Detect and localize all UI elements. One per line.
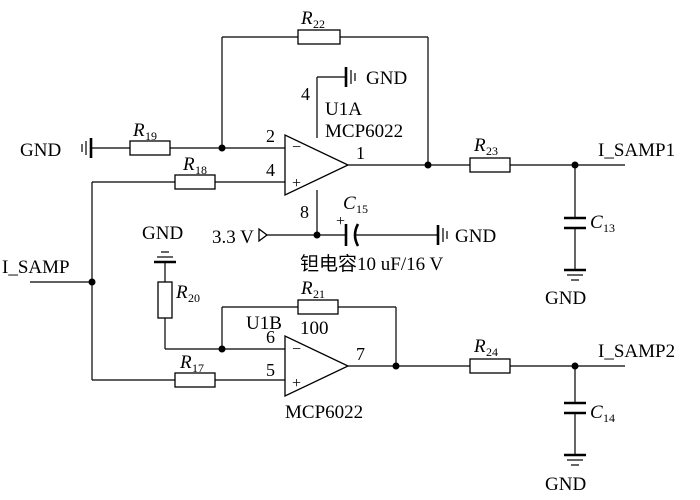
- ground-symbol-r20: GND: [142, 223, 183, 264]
- vcc-arrow-icon: [258, 227, 269, 243]
- svg-text:8: 8: [300, 202, 309, 222]
- svg-text:4: 4: [266, 160, 275, 180]
- r21-value: 100: [300, 318, 329, 339]
- svg-text:5: 5: [266, 360, 275, 380]
- svg-text:R: R: [179, 352, 192, 373]
- junction-dot: [571, 362, 579, 370]
- svg-text:1: 1: [356, 143, 365, 163]
- svg-text:6: 6: [266, 327, 275, 347]
- resistor-r21: R 21 100: [297, 278, 339, 339]
- capacitor-c14: C 14: [564, 401, 615, 425]
- resistor-r18: R 18: [174, 154, 216, 190]
- svg-text:R: R: [300, 8, 313, 29]
- svg-text:GND: GND: [545, 288, 586, 309]
- junction-dot: [218, 345, 226, 353]
- svg-text:GND: GND: [455, 226, 496, 247]
- svg-text:R: R: [300, 278, 313, 299]
- ground-symbol-c15: GND: [436, 225, 496, 247]
- net-label-i-samp2: I_SAMP2: [598, 341, 675, 362]
- svg-text:21: 21: [313, 287, 325, 301]
- svg-text:−: −: [292, 139, 301, 156]
- svg-text:7: 7: [356, 344, 365, 364]
- svg-text:R: R: [182, 154, 195, 175]
- resistor-r19: R 19: [129, 120, 171, 156]
- svg-text:4: 4: [301, 84, 310, 104]
- svg-text:23: 23: [486, 144, 498, 158]
- svg-text:−: −: [292, 341, 301, 358]
- svg-text:C: C: [590, 402, 603, 423]
- junction-dot: [424, 161, 432, 169]
- svg-text:C: C: [343, 193, 356, 214]
- svg-text:+: +: [292, 375, 301, 392]
- svg-text:C: C: [590, 212, 603, 233]
- junction-dot: [218, 144, 226, 152]
- svg-text:+: +: [292, 175, 301, 192]
- svg-text:GND: GND: [20, 140, 61, 161]
- svg-text:R: R: [175, 282, 188, 303]
- u1a-part: MCP6022: [325, 121, 403, 142]
- svg-text:2: 2: [266, 126, 275, 146]
- u1b-ref: U1B: [246, 313, 282, 334]
- u1a-ref: U1A: [325, 99, 362, 120]
- resistor-r20: R 20: [157, 281, 200, 319]
- junction-dot: [88, 278, 96, 286]
- opamp-u1b: − + 6 5 7 U1B MCP6022: [246, 313, 365, 423]
- ground-symbol-left: GND: [20, 138, 93, 161]
- net-label-i-samp1: I_SAMP1: [598, 140, 675, 161]
- wires: [30, 36, 625, 455]
- c15-description: 钽电容10 uF/16 V: [300, 253, 444, 275]
- capacitor-c13: C 13: [564, 212, 615, 235]
- svg-text:R: R: [473, 336, 486, 357]
- ground-symbol-u1a-vss: GND: [344, 67, 407, 89]
- u1b-part: MCP6022: [285, 402, 363, 423]
- svg-text:13: 13: [603, 221, 615, 235]
- svg-text:GND: GND: [545, 474, 586, 495]
- junction-dot: [571, 161, 579, 169]
- svg-text:+: +: [336, 213, 345, 230]
- junctions: [88, 144, 579, 370]
- svg-text:22: 22: [313, 17, 325, 31]
- opamp-u1a: − + 2 4 1 4 8 U1A MCP6022: [266, 84, 403, 222]
- svg-text:GND: GND: [366, 68, 407, 89]
- net-label-i-samp: I_SAMP: [2, 257, 70, 278]
- svg-text:20: 20: [188, 291, 200, 305]
- resistor-r22: R 22: [297, 8, 341, 45]
- svg-text:15: 15: [356, 202, 368, 216]
- svg-text:R: R: [132, 120, 145, 141]
- capacitor-c15: + C 15 钽电容10 uF/16 V: [300, 193, 444, 275]
- resistor-r17: R 17: [174, 352, 216, 388]
- ground-symbol-c13: GND: [545, 268, 586, 309]
- svg-text:R: R: [473, 135, 486, 156]
- svg-text:GND: GND: [142, 223, 183, 244]
- svg-text:17: 17: [192, 361, 204, 375]
- ground-symbol-c14: GND: [545, 453, 586, 495]
- svg-text:19: 19: [145, 129, 157, 143]
- resistor-r24: R 24: [469, 336, 511, 374]
- svg-text:14: 14: [603, 411, 615, 425]
- vcc-label: 3.3 V: [212, 227, 254, 248]
- junction-dot: [392, 362, 400, 370]
- resistor-r23: R 23: [469, 135, 511, 173]
- svg-text:24: 24: [486, 345, 498, 359]
- svg-text:18: 18: [195, 163, 207, 177]
- junction-dot: [313, 231, 321, 239]
